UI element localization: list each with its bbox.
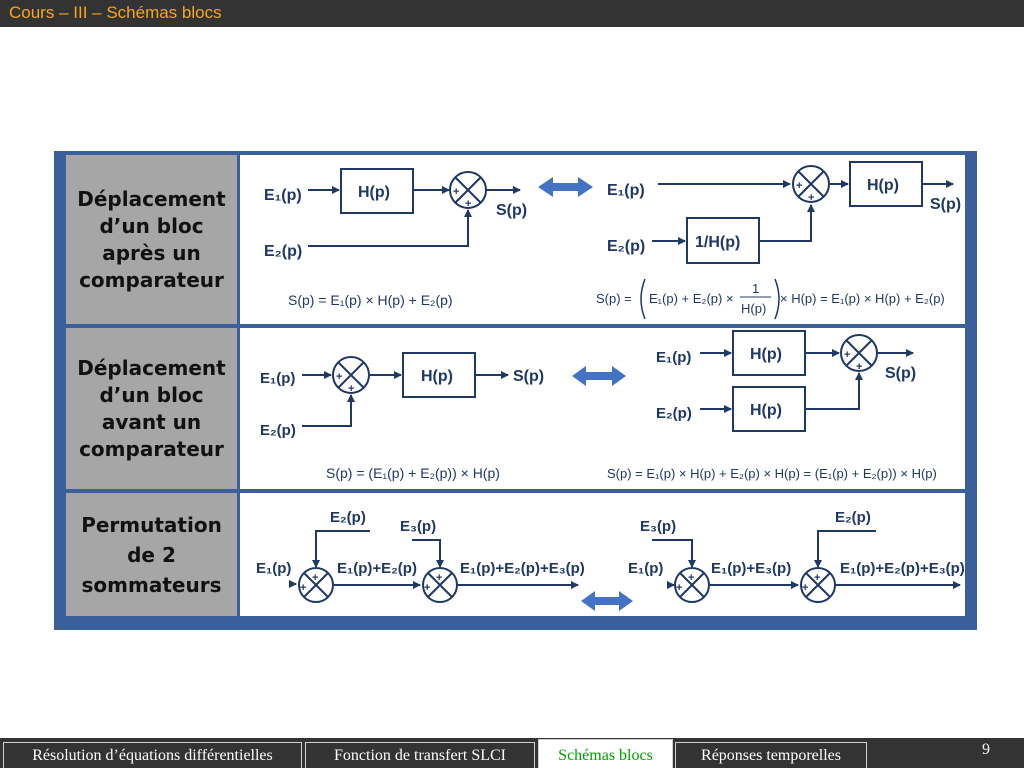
input-e1: E₁(p) bbox=[628, 560, 663, 577]
svg-text:+: + bbox=[808, 192, 814, 204]
input-e1: E₁(p) bbox=[607, 182, 645, 199]
output-s: S(p) bbox=[513, 368, 544, 385]
svg-text:+: + bbox=[802, 582, 808, 594]
sum-label: E₁(p)+E₃(p) bbox=[711, 560, 791, 577]
h-label: H(p) bbox=[750, 402, 782, 419]
page-number: 9 bbox=[982, 741, 990, 758]
h-label: H(p) bbox=[421, 368, 453, 385]
input-e3: E₃(p) bbox=[640, 518, 676, 535]
input-e2: E₂(p) bbox=[607, 238, 645, 255]
input-e2: E₂(p) bbox=[260, 422, 296, 439]
block-diagram: E₂(p) E₁(p) + + E₁(p)+E₂(p) E₃(p) bbox=[256, 509, 965, 611]
input-e2: E₂(p) bbox=[656, 405, 692, 422]
diagram-cell: E₁(p) + + H(p) S(p) E₂(p) S(p) = (E₁(p) … bbox=[240, 328, 965, 489]
h-label: H(p) bbox=[750, 346, 782, 363]
equivalence-arrow-icon bbox=[538, 177, 593, 197]
tab-reponses-temporelles[interactable]: Réponses temporelles bbox=[675, 742, 867, 768]
input-e1: E₁(p) bbox=[656, 349, 691, 366]
svg-text:+: + bbox=[436, 572, 442, 584]
svg-text:+: + bbox=[336, 371, 342, 383]
svg-text:+: + bbox=[465, 198, 471, 210]
equivalence-arrow-icon bbox=[581, 591, 633, 611]
equivalence-arrow-icon bbox=[572, 366, 626, 386]
svg-text:+: + bbox=[300, 582, 306, 594]
formula-left: S(p) = (E₁(p) + E₂(p)) × H(p) bbox=[326, 465, 500, 481]
sum-label: E₁(p)+E₂(p) bbox=[337, 560, 417, 577]
svg-text:+: + bbox=[688, 572, 694, 584]
svg-text:+: + bbox=[856, 361, 862, 373]
sum-label: E₁(p)+E₂(p)+E₃(p) bbox=[840, 560, 965, 577]
svg-text:+: + bbox=[453, 186, 459, 198]
svg-text:+: + bbox=[796, 180, 802, 192]
page-title: Cours – III – Schémas blocs bbox=[9, 3, 222, 22]
output-s: S(p) bbox=[930, 196, 961, 213]
svg-text:S(p) =: S(p) = bbox=[596, 291, 632, 306]
tab-fonction-transfert[interactable]: Fonction de transfert SLCI bbox=[305, 742, 535, 768]
formula-left: S(p) = E₁(p) × H(p) + E₂(p) bbox=[288, 292, 453, 308]
svg-text:+: + bbox=[814, 572, 820, 584]
svg-text:+: + bbox=[844, 349, 850, 361]
block-diagram: E₁(p) H(p) + + S(p) E₂(p) S(p) = E₁(p) ×… bbox=[264, 161, 961, 320]
inverse-h-label: 1/H(p) bbox=[695, 234, 740, 251]
svg-text:+: + bbox=[424, 582, 430, 594]
tab-schemas-blocs[interactable]: Schémas blocs bbox=[538, 739, 673, 768]
output-s: S(p) bbox=[885, 365, 916, 382]
block-diagram: E₁(p) + + H(p) S(p) E₂(p) S(p) = (E₁(p) … bbox=[260, 330, 937, 481]
svg-text:1: 1 bbox=[752, 281, 759, 296]
svg-text:+: + bbox=[312, 572, 318, 584]
svg-text:× H(p) = E₁(p) × H(p) + E₂(p): × H(p) = E₁(p) × H(p) + E₂(p) bbox=[780, 291, 945, 306]
input-e1: E₁(p) bbox=[256, 560, 291, 577]
svg-text:H(p): H(p) bbox=[741, 301, 766, 316]
svg-text:+: + bbox=[348, 383, 354, 395]
svg-text:E₁(p) + E₂(p) ×: E₁(p) + E₂(p) × bbox=[649, 291, 734, 306]
header-bar: Cours – III – Schémas blocs bbox=[0, 0, 1024, 27]
diagram-cell: E₁(p) H(p) + + S(p) E₂(p) S(p) = E₁(p) ×… bbox=[240, 155, 965, 324]
formula-right: S(p) = E₁(p) × H(p) + E₂(p) × H(p) = (E₁… bbox=[607, 466, 937, 481]
input-e1: E₁(p) bbox=[260, 370, 295, 387]
h-label: H(p) bbox=[358, 184, 390, 201]
svg-text:+: + bbox=[676, 582, 682, 594]
input-e2: E₂(p) bbox=[835, 509, 871, 526]
input-e3: E₃(p) bbox=[400, 518, 436, 535]
diagram-cell: E₂(p) E₁(p) + + E₁(p)+E₂(p) E₃(p) bbox=[240, 493, 965, 616]
input-e2: E₂(p) bbox=[264, 243, 302, 260]
h-label: H(p) bbox=[867, 177, 899, 194]
sum-label: E₁(p)+E₂(p)+E₃(p) bbox=[460, 560, 585, 577]
output-s: S(p) bbox=[496, 202, 527, 219]
input-e1: E₁(p) bbox=[264, 187, 302, 204]
tab-resolution[interactable]: Résolution d’équations différentielles bbox=[3, 742, 302, 768]
input-e2: E₂(p) bbox=[330, 509, 366, 526]
